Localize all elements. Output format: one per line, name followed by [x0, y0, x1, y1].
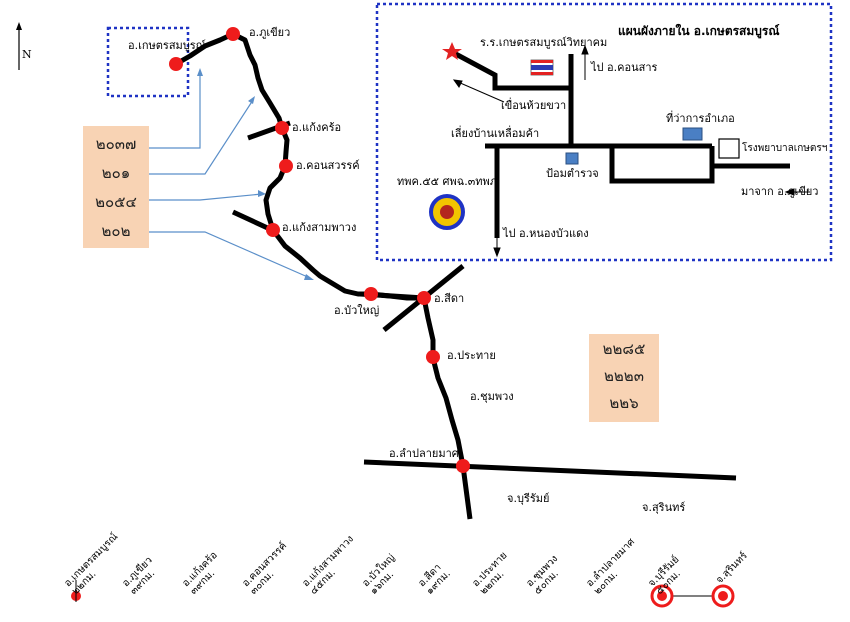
- town-label: อ.ชุมพวง: [470, 390, 514, 403]
- inset-label: ที่ว่าการอำเภอ: [666, 112, 735, 125]
- town-dot: [279, 159, 293, 173]
- hospital-icon: [718, 138, 740, 159]
- route-number-box-left: ๒๐๓๗ ๒๐๑ ๒๐๕๔ ๒๐๒: [83, 126, 149, 248]
- inset-label: ทพค.๕๕ ศพฉ.๓ทพภ: [397, 175, 497, 188]
- route-number: ๒๐๑: [101, 164, 131, 182]
- route-number: ๒๒๒๓: [604, 367, 644, 385]
- town-label: อ.ประทาย: [447, 349, 496, 362]
- route-arrows: [149, 68, 314, 280]
- town-label: อ.ภูเขียว: [249, 26, 291, 39]
- police-box-icon: [565, 152, 579, 165]
- district-office-icon: [682, 127, 703, 141]
- town-dot: [417, 291, 431, 305]
- inset-label: ป้อมตำรวจ: [546, 167, 599, 180]
- route-number: ๒๐๕๔: [95, 193, 137, 211]
- route-number: ๒๒๖: [609, 394, 639, 412]
- town-label: อ.แก้งคร้อ: [292, 121, 342, 134]
- inset-title: แผนผังภายใน อ.เกษตรสมบูรณ์: [618, 24, 780, 38]
- town-label: อ.คอนสวรรค์: [296, 159, 360, 172]
- north-label: N: [22, 48, 32, 61]
- town-dot: [364, 287, 378, 301]
- town-label: อ.บัวใหญ่: [334, 304, 380, 317]
- town-dot: [456, 459, 470, 473]
- kaset-box: [106, 26, 190, 98]
- inset-label: เลี่ยงบ้านเหลื่อมค้า: [451, 127, 540, 140]
- school-star-icon: [442, 42, 462, 60]
- inset-label: ไป อ.หนองบัวแดง: [503, 227, 589, 240]
- town-dot: [169, 57, 183, 71]
- battalion-emblem-icon: [429, 194, 465, 230]
- route-number: ๒๐๓๗: [95, 135, 137, 153]
- scale-bar: [71, 580, 735, 608]
- route-number: ๒๐๒: [101, 222, 131, 240]
- inset-frame: [375, 2, 833, 262]
- inset-label: เขื่อนห้วยขวา: [501, 99, 567, 112]
- town-dot: [266, 223, 280, 237]
- inset-arrows: [452, 44, 810, 258]
- town-dot: [226, 27, 240, 41]
- town-dot: [426, 350, 440, 364]
- town-label: จ.สุรินทร์: [642, 501, 686, 514]
- inset-label: โรงพยาบาลเกษตรฯ: [742, 143, 828, 154]
- inset-roads: [450, 49, 790, 238]
- town-label: อ.เกษตรสมบูรณ์: [128, 39, 206, 52]
- town-label: จ.บุรีรัมย์: [507, 492, 550, 505]
- route-number: ๒๒๘๕: [602, 340, 646, 358]
- inset-label: ไป อ.คอนสาร: [591, 61, 658, 74]
- town-label: อ.ลำปลายมาศ: [389, 447, 459, 460]
- town-dot: [275, 121, 289, 135]
- inset-label: ร.ร.เกษตรสมบูรณ์วิทยาคม: [480, 36, 608, 49]
- flag-icon: [530, 59, 554, 76]
- route-number-box-right: ๒๒๘๕ ๒๒๒๓ ๒๒๖: [589, 334, 659, 422]
- inset-label: มาจาก อ.ภูเขียว: [741, 185, 819, 198]
- town-label: อ.แก้งสามพาวง: [282, 221, 357, 234]
- town-label: อ.สีดา: [434, 292, 465, 305]
- north-arrow-icon: [16, 22, 22, 70]
- town-dots: [169, 27, 470, 473]
